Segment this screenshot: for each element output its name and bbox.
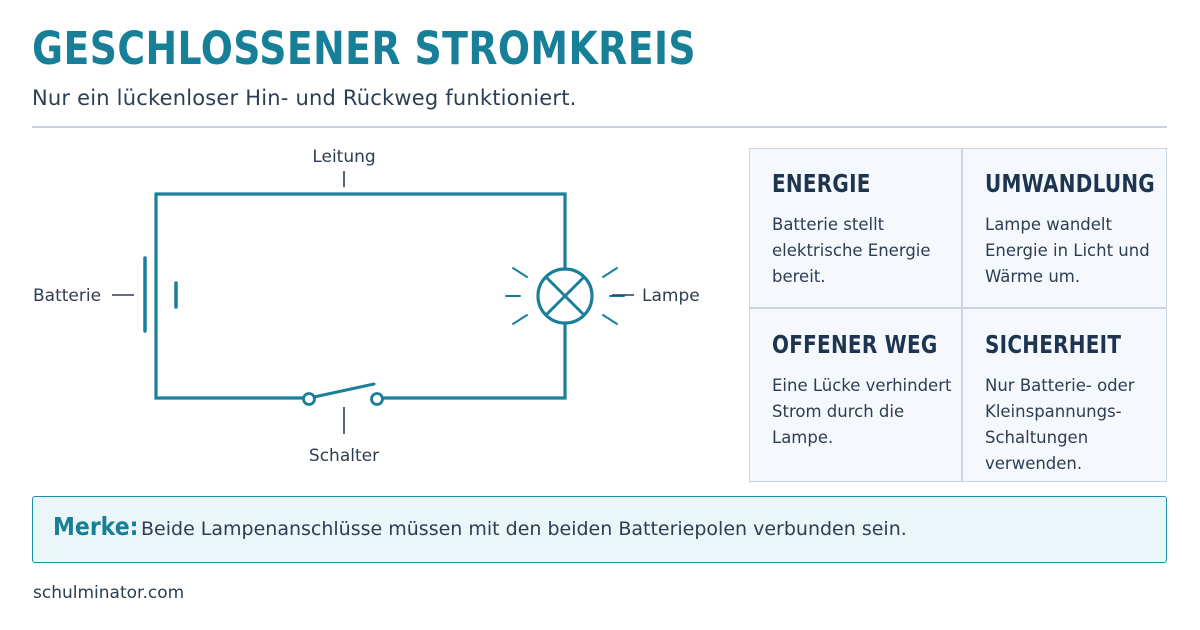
lamp-rays <box>505 267 625 325</box>
card-title: ENERGIE <box>772 169 871 198</box>
card-title: SICHERHEIT <box>985 330 1122 359</box>
header-divider <box>32 126 1167 128</box>
info-grid: ENERGIE Batterie stellt elektrische Ener… <box>749 148 1167 482</box>
note-label: Merke: <box>53 512 139 541</box>
switch-contact-right <box>370 392 384 406</box>
card-title: UMWANDLUNG <box>985 169 1155 198</box>
wire-top <box>154 192 567 272</box>
card-energy: ENERGIE Batterie stellt elektrische Ener… <box>772 169 962 290</box>
card-text: Lampe wandelt Energie in Licht und Wärme… <box>985 215 1150 286</box>
switch-contact-left <box>302 392 316 406</box>
wire-label: Leitung <box>312 147 375 167</box>
wire-left <box>154 192 305 400</box>
note-box: Merke: Beide Lampenanschlüsse müssen mit… <box>32 496 1167 563</box>
circuit-diagram: Leitung Batterie Lampe Schalter <box>33 147 700 466</box>
card-title: OFFENER WEG <box>772 330 938 359</box>
card-text: Nur Batterie- oder Kleinspannungs-Schalt… <box>985 376 1135 473</box>
card-conversion: UMWANDLUNG Lampe wandelt Energie in Lich… <box>985 169 1160 290</box>
switch-lever <box>312 382 376 399</box>
footer-site: schulminator.com <box>33 583 185 603</box>
page-subtitle: Nur ein lückenloser Hin- und Rückweg fun… <box>32 86 577 110</box>
card-text: Eine Lücke verhindert Strom durch die La… <box>772 376 952 447</box>
battery-label: Batterie <box>33 286 101 306</box>
card-text: Batterie stellt elektrische Energie bere… <box>772 215 931 286</box>
switch-label: Schalter <box>309 446 379 466</box>
card-open-path: OFFENER WEG Eine Lücke verhindert Strom … <box>772 330 962 451</box>
card-safety: SICHERHEIT Nur Batterie- oder Kleinspann… <box>985 330 1150 477</box>
wire-right <box>381 320 567 400</box>
page-title: GESCHLOSSENER STROMKREIS <box>32 22 697 75</box>
note-text: Beide Lampenanschlüsse müssen mit den be… <box>141 518 907 540</box>
lamp-label: Lampe <box>642 286 700 306</box>
